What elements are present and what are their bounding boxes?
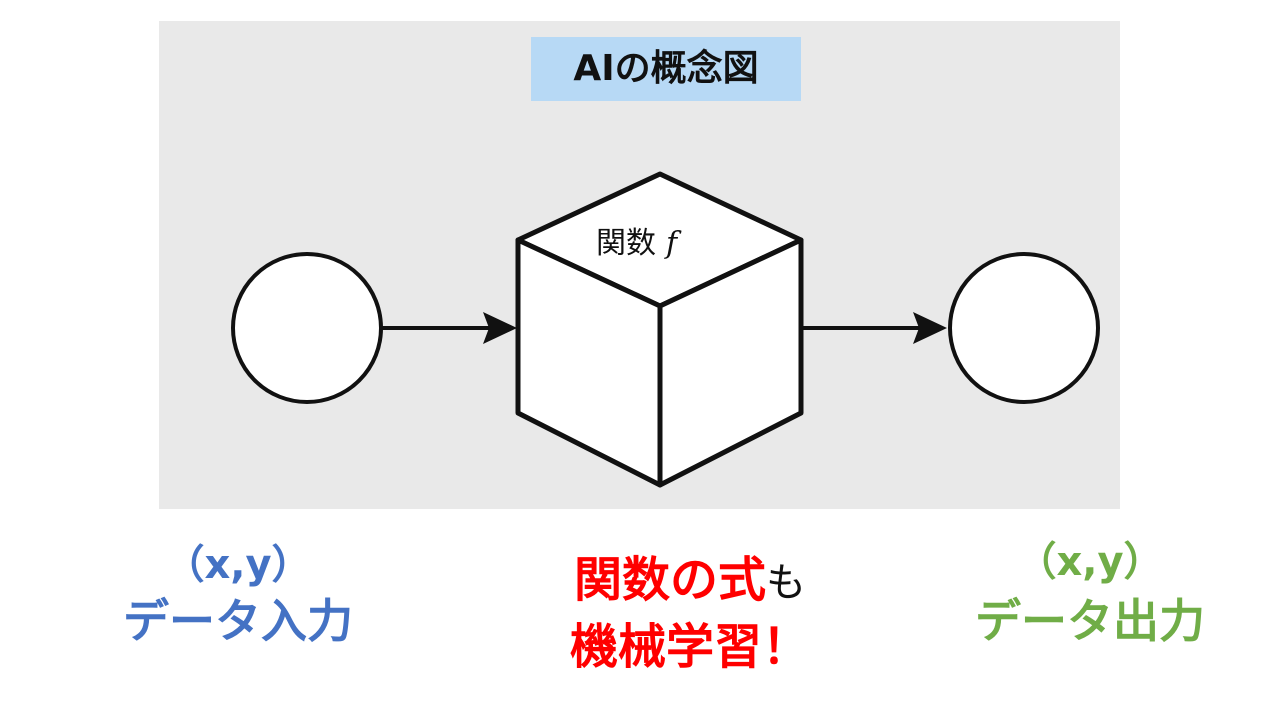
- center-caption-highlight-2: 機械学習！: [569, 619, 810, 675]
- input-coord: （x,y）: [164, 542, 312, 588]
- center-caption-line-1: 関数の式も: [500, 548, 880, 615]
- output-node: [948, 252, 1100, 404]
- output-caption: （x,y） データ出力: [950, 534, 1230, 652]
- input-node: [231, 252, 383, 404]
- input-caption: （x,y） データ入力: [98, 540, 378, 652]
- input-label: データ入力: [123, 594, 353, 648]
- diagram-title: AIの概念図: [531, 37, 801, 101]
- output-label: データ出力: [975, 594, 1205, 648]
- center-caption-highlight-1: 関数の式: [573, 552, 766, 608]
- input-arrowhead: [483, 312, 517, 344]
- output-arrowhead: [913, 312, 947, 344]
- function-label-prefix: 関数: [596, 226, 656, 261]
- center-caption-suffix: も: [766, 560, 806, 606]
- output-coord: （x,y）: [1016, 539, 1164, 585]
- cube-right-face: [657, 237, 804, 488]
- center-caption: 関数の式も 機械学習！: [500, 548, 880, 679]
